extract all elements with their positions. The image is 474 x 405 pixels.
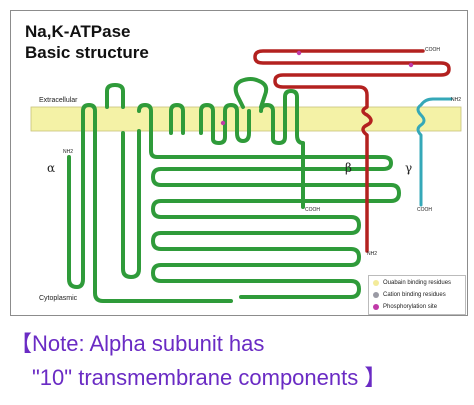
alpha-subunit-chain <box>67 77 401 303</box>
note-line-2: "10" transmembrane components 】 <box>32 360 386 392</box>
gamma-nh2-terminus: NH2 <box>451 97 462 103</box>
phosphorylation-site-marker <box>220 120 226 126</box>
legend-item-phosphorylation: Phosphorylation site <box>369 301 465 312</box>
phosphorylation-site-marker <box>296 50 302 56</box>
phosphorylation-site-marker <box>408 62 414 68</box>
gamma-subunit-chain <box>416 97 453 207</box>
legend-label: Ouabain binding residues <box>383 279 452 286</box>
legend-box: Ouabain binding residues Cation binding … <box>368 275 466 315</box>
legend-item-ouabain: Ouabain binding residues <box>369 277 465 288</box>
legend-item-cation: Cation binding residues <box>369 289 465 300</box>
title-line-2: Basic structure <box>25 43 149 62</box>
beta-nh2-terminus: NH2 <box>367 251 378 257</box>
cytoplasmic-label: Cytoplasmic <box>39 295 78 302</box>
note-close-bracket: 】 <box>364 366 387 391</box>
legend-label: Cation binding residues <box>383 291 446 298</box>
alpha-nh2-terminus: NH2 <box>63 149 74 155</box>
figure-panel: Na,K-ATPase Basic structure Extracellula… <box>10 10 468 316</box>
beta-subunit-chain <box>253 49 451 253</box>
figure-title: Na,K-ATPase Basic structure <box>25 21 149 63</box>
legend-label: Phosphorylation site <box>383 303 438 310</box>
alpha-subunit-label: α <box>47 161 56 175</box>
phosphorylation-dot-icon <box>373 303 379 310</box>
gamma-cooh-terminus: COOH <box>417 207 432 213</box>
extracellular-label: Extracellular <box>39 97 78 104</box>
note-line-1: 【Note: Alpha subunit has <box>10 326 264 358</box>
beta-cooh-terminus: COOH <box>425 47 440 53</box>
note-text-2: "10" transmembrane components <box>32 365 359 390</box>
note-open-bracket: 【 <box>10 332 33 357</box>
beta-subunit-label: β <box>345 161 352 175</box>
membrane-band <box>30 106 462 132</box>
note-text-1: Note: Alpha subunit has <box>32 331 265 356</box>
cation-dot-icon <box>373 291 379 298</box>
structure-diagram <box>30 49 462 303</box>
gamma-subunit-label: γ <box>405 161 413 175</box>
ouabain-dot-icon <box>373 279 379 286</box>
alpha-cooh-terminus: COOH <box>305 207 320 213</box>
title-line-1: Na,K-ATPase <box>25 22 131 41</box>
